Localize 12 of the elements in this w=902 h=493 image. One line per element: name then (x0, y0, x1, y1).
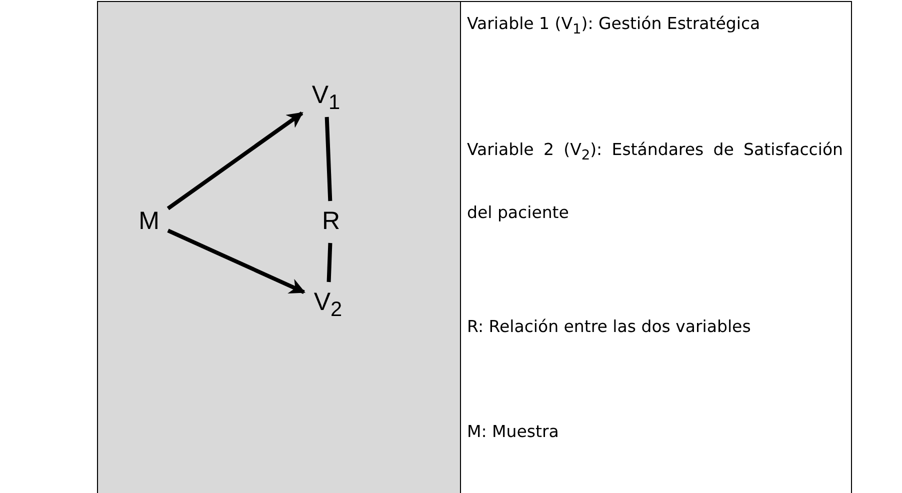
connector-line (326, 242, 332, 282)
arrow (167, 228, 306, 294)
definition-text: Variable 1 (V$_{1}$): Gestión Estratégica (467, 13, 762, 40)
definition-text: Variable 2 (V$_{2}$): Estándares de Satisfacción del paciente (467, 139, 843, 224)
variable-label: M (134, 205, 164, 237)
arrow (166, 111, 304, 210)
variable-label: V$_{2}$ (308, 286, 348, 326)
connector-line (324, 116, 332, 202)
definition-text: R: Relación entre las dos variables (467, 316, 752, 338)
variable-label: R (320, 205, 342, 237)
variable-label: V$_{1}$ (306, 79, 346, 119)
definition-text: M: Muestra (467, 421, 560, 443)
